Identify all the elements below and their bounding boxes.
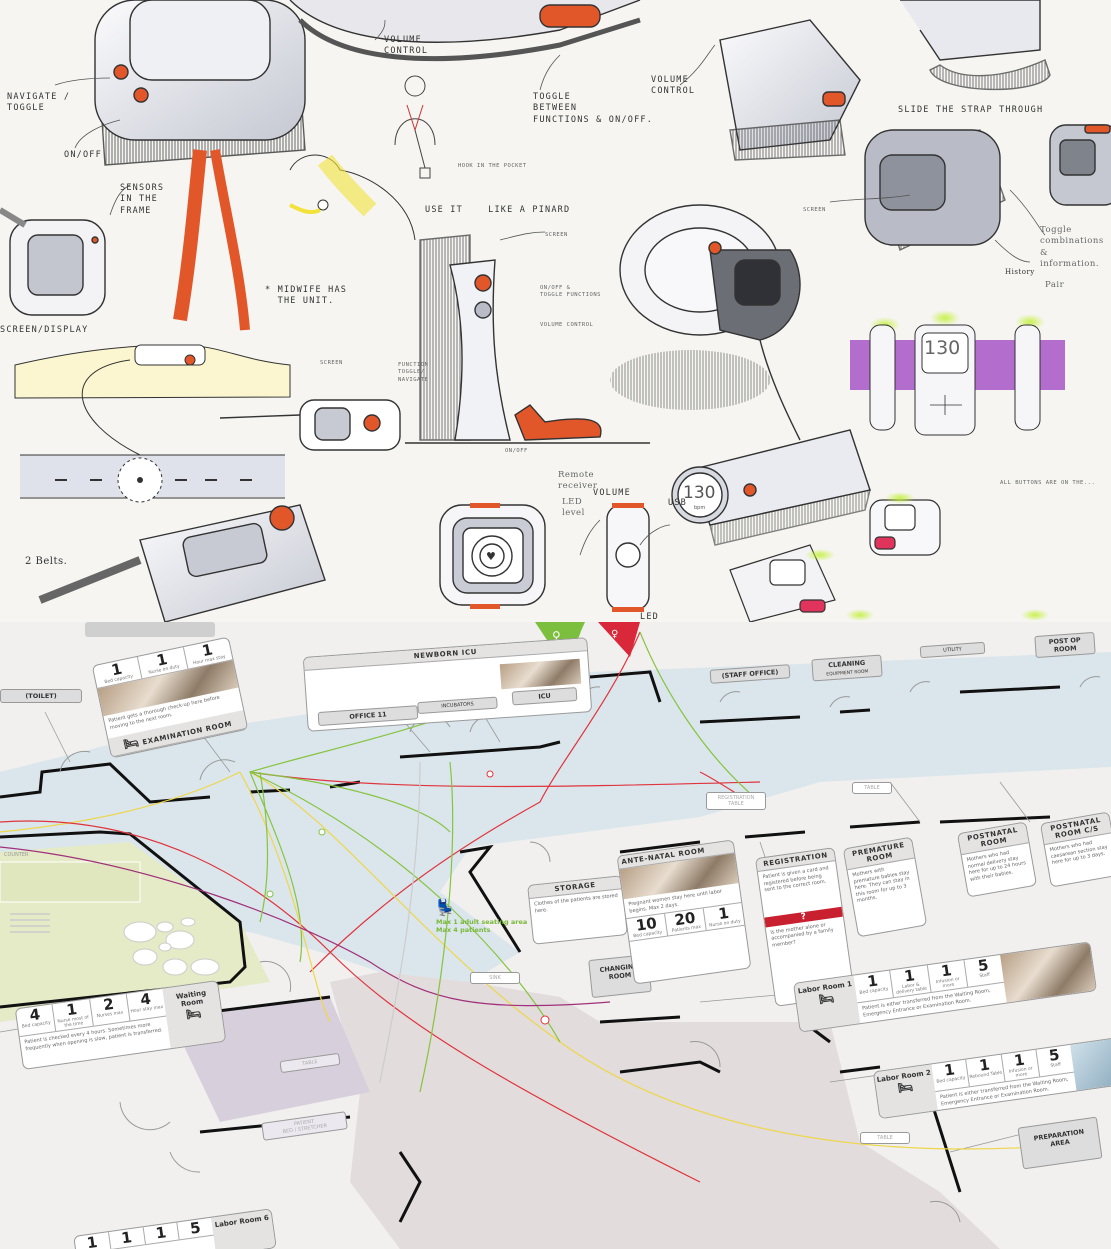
registration-table: Registration Table (706, 792, 766, 810)
annotation-screen-3: Screen (803, 207, 826, 213)
waiting-capacity-line2: Max 4 patients (436, 926, 491, 934)
room-icu[interactable]: ICU (511, 687, 578, 706)
heart-rate-readout-cylinder: 130 (683, 483, 716, 503)
garden-seating (123, 917, 220, 976)
annotation-led-level: LED level (562, 497, 585, 519)
annotation-hook-pocket: hook in the pocket (458, 163, 527, 169)
product-sketch-sheet: ♥ (0, 0, 1111, 622)
annotation-on-off-2: On/off (505, 448, 528, 454)
annotation-toggle-combinations: Toggle combinations & information. (1040, 225, 1104, 270)
annotation-volume-control: Volume Control (384, 35, 429, 57)
annotation-pinard: Use it like a Pinard (425, 205, 571, 215)
annotation-on-off: On/off (64, 150, 102, 160)
annotation-volume-control-2: Volume Control (651, 75, 696, 97)
annotation-navigate-toggle: Navigate / Toggle (7, 92, 71, 114)
sketch-square-monitor (94, 0, 306, 331)
sketch-drawings: ♥ (0, 0, 1111, 622)
annotation-function-toggle: Function Toggle/ Navigate (398, 362, 429, 383)
room-toilet[interactable]: (Toilet) (0, 689, 82, 703)
annotation-screen-display: Screen/Display (0, 325, 89, 335)
room-office-11[interactable]: Office 11 (317, 705, 419, 727)
corridor-zone (0, 652, 1111, 982)
room-card-postnatal[interactable]: Postnatal Room Mothers who had normal de… (956, 821, 1038, 898)
room-incubators[interactable]: Incubators (417, 696, 498, 715)
flag-emergency (598, 622, 640, 657)
annotation-toggle-between: Toggle between functions & on/off. (533, 92, 654, 125)
heart-rate-readout: 130 (924, 337, 961, 359)
counter: Counter (4, 852, 29, 858)
annotation-volume-control-3: Volume control (540, 322, 594, 328)
door-swings (59, 676, 1101, 1223)
bed-icon: 🛏 (185, 1005, 203, 1022)
annotation-history: History (1005, 268, 1035, 276)
annotation-led: LED (640, 612, 659, 622)
flow-marker (540, 1015, 550, 1025)
sink: Sink (470, 972, 520, 984)
table-furniture: Table (852, 782, 892, 794)
bed-icon: 🛏 (817, 990, 835, 1007)
annotation-screen: Screen (545, 232, 568, 238)
sketch-shadow (610, 350, 770, 410)
annotation-remote-receiver: Remote receiver (558, 470, 598, 492)
svg-text:♥: ♥ (486, 550, 496, 563)
heart-rate-unit: bpm (694, 505, 706, 511)
annotation-two-belts: 2 Belts. (25, 556, 68, 567)
room-post-op[interactable]: Post Op Room (1034, 631, 1096, 659)
icu-photo (499, 658, 582, 690)
annotation-on-off-toggle: On/off & Toggle functions (540, 285, 601, 299)
garden-bed (0, 861, 141, 903)
annotation-pair: Pair (1045, 280, 1065, 290)
table-delivery: Table (860, 1132, 910, 1144)
annotation-usb: USB (668, 498, 687, 508)
sketch-belt (20, 454, 285, 503)
floor-plan-drawing: ♀ ♀ (0, 622, 1111, 1249)
annotation-midwife: * Midwife has the unit. (265, 285, 348, 307)
seating-icon: 💺 (435, 898, 455, 917)
title-strip (85, 622, 215, 637)
delivery-zone (330, 972, 1000, 1249)
annotation-volume: Volume (593, 488, 631, 498)
emergency-woman-icon: ♀ (611, 629, 618, 640)
room-card-postnatal-cs[interactable]: Postnatal Room C/S Mothers who had caesa… (1039, 811, 1111, 888)
annotation-sensors-frame: Sensors in the frame (120, 183, 165, 216)
sketch-purple-band (850, 310, 1065, 436)
labor-room-2-photo (1070, 1037, 1111, 1091)
annotation-slide-strap: Slide the strap through (898, 105, 1044, 115)
bed-icon: 🛏 (122, 734, 141, 752)
annotation-screen-2: Screen (320, 360, 343, 366)
room-card-ante-natal[interactable]: Ante-Natal Room Pregnant women stay here… (616, 839, 752, 985)
annotation-all-buttons: All buttons are on the... (1000, 480, 1096, 486)
pregnant-woman-icon: ♀ (552, 629, 561, 643)
waiting-capacity-line1: Max 1 adult seating area (436, 918, 528, 926)
room-card-storage[interactable]: Storage Clothes of the patients are stor… (527, 875, 628, 945)
bed-icon: 🛏 (896, 1079, 914, 1096)
